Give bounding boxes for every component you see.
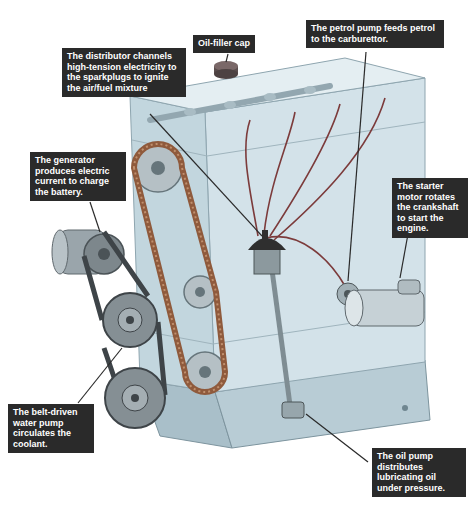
- fan-belt-pulleys: [126, 316, 134, 324]
- oil-filler-cap: [214, 69, 238, 79]
- engine-block: [130, 58, 430, 448]
- engine-block: [304, 86, 316, 94]
- timing-belt: [195, 287, 205, 297]
- oil-filler-cap: [214, 61, 238, 79]
- callout-text: The oil pump distributes lubricating oil…: [377, 451, 461, 493]
- fan-belt-pulleys: [105, 368, 165, 428]
- leader-lines: [400, 234, 408, 278]
- callout-text: The petrol pump feeds petrol to the carb…: [311, 23, 439, 44]
- generator: [98, 248, 110, 260]
- leader-lines: [90, 202, 100, 232]
- callout-box: The oil pump distributes lubricating oil…: [372, 448, 466, 497]
- engine-block: [224, 101, 236, 109]
- generator: [52, 230, 68, 274]
- leader-lines: [348, 52, 366, 281]
- fan-belt-pulleys: [122, 385, 148, 411]
- callout-text: The belt-driven water pump circulates th…: [13, 407, 89, 449]
- timing-belt: [151, 161, 165, 175]
- starter-motor: [345, 280, 424, 326]
- callout-text: The generator produces electric current …: [35, 155, 121, 197]
- fan-belt-pulleys: [118, 308, 142, 332]
- leader-lines: [150, 114, 262, 236]
- fan-belt-pulleys: [131, 394, 139, 402]
- callout-box: The petrol pump feeds petrol to the carb…: [306, 20, 444, 48]
- callout-box: The belt-driven water pump circulates th…: [8, 404, 94, 453]
- spark-plug-leads: [274, 98, 385, 240]
- spark-plug-leads: [246, 120, 258, 236]
- callout-box: Oil-filler cap: [193, 35, 255, 53]
- spark-plug-leads: [270, 104, 340, 236]
- spark-plug-leads: [264, 112, 295, 234]
- spark-plug-leads: [246, 98, 385, 286]
- fan-belt-pulleys: [103, 293, 157, 347]
- engine-block: [184, 86, 316, 116]
- leader-lines: [306, 414, 368, 462]
- leader-lines: [226, 54, 228, 62]
- callout-box: The starter motor rotates the crankshaft…: [392, 178, 468, 238]
- timing-belt: [199, 366, 211, 378]
- distributor: [262, 230, 268, 240]
- callout-text: Oil-filler cap: [198, 38, 250, 49]
- distributor: [248, 230, 290, 405]
- callout-text: The starter motor rotates the crankshaft…: [397, 181, 463, 234]
- fan-belt-pulleys: [84, 232, 165, 428]
- engine-block: [184, 108, 196, 116]
- callout-box: The generator produces electric current …: [30, 152, 126, 201]
- starter-motor: [398, 280, 420, 294]
- distributor: [254, 248, 280, 274]
- leader-lines: [78, 348, 122, 403]
- engine-block: [264, 93, 276, 101]
- distributor: [272, 270, 290, 405]
- oil-pump: [282, 402, 304, 418]
- leader-lines: [78, 52, 408, 462]
- engine-block: [402, 405, 408, 411]
- oil-pump: [282, 402, 304, 418]
- callout-box: The distributor channels high-tension el…: [62, 48, 186, 97]
- starter-motor: [345, 290, 363, 326]
- callout-text: The distributor channels high-tension el…: [67, 51, 181, 93]
